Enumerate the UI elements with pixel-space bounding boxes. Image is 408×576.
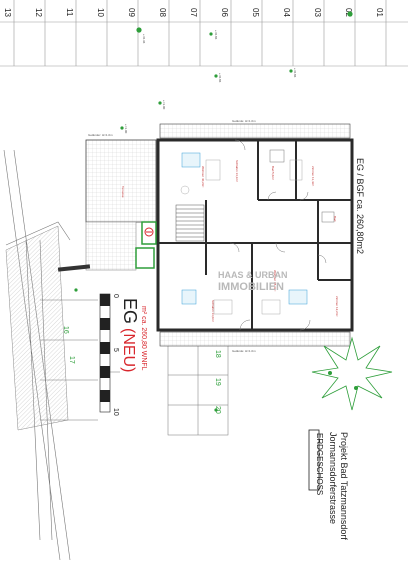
parking-row-left	[40, 299, 98, 421]
grid-number: 07	[189, 8, 198, 17]
svg-text:Schlafen 14,1m²: Schlafen 14,1m²	[235, 160, 239, 182]
scale-label-0: 0	[112, 294, 119, 298]
eg-new-label: EG (NEU) m² ca. 260,80 WNFL	[120, 298, 147, 372]
scale-label-5: 5	[112, 348, 119, 352]
terrace-left	[85, 139, 157, 223]
svg-text:+=1.00: +=1.00	[124, 124, 128, 134]
svg-text:Schlafen 13,0m²: Schlafen 13,0m²	[211, 300, 215, 322]
svg-text:Geländer: H=1.0m: Geländer: H=1.0m	[88, 133, 113, 137]
scale-label-10: 10	[112, 408, 119, 416]
project-street: Jormannsdorferstrasse	[328, 432, 338, 524]
floor-name: ERDGESCHOSS	[315, 433, 324, 495]
svg-text:Terrasse: Terrasse	[121, 186, 125, 198]
parking-row-right	[167, 344, 229, 436]
fence-bar	[57, 264, 91, 272]
grid-number: 08	[158, 8, 167, 17]
floor-name-box	[308, 429, 320, 491]
grid-number: 05	[251, 8, 260, 17]
grid-number: 12	[34, 8, 43, 17]
grid-number: 10	[96, 8, 105, 17]
area-title: EG / BGF ca. 260,80m2	[355, 158, 365, 254]
parking-20: 20	[214, 406, 221, 414]
eg-area: m² ca. 260,80 WNFL	[140, 306, 147, 371]
svg-text:Bad: Bad	[333, 216, 337, 222]
svg-text:Gelände: H=1.0m: Gelände: H=1.0m	[232, 119, 256, 123]
survey-point-labels: +=0.36 +=0.86 +=0.86 +=0.86 +=1.00 +=1.0…	[124, 30, 297, 134]
grid-number: 11	[65, 8, 74, 17]
svg-text:+=0.86: +=0.86	[218, 73, 222, 83]
svg-text:+=0.36: +=0.36	[142, 34, 146, 44]
watermark-logo: HAAS & URBAN IMMOBILIEN	[218, 270, 288, 293]
svg-text:+=1.00: +=1.00	[162, 100, 166, 110]
entrance-markers	[135, 221, 157, 269]
parking-18: 18	[214, 350, 221, 358]
grid-number: 13	[3, 8, 12, 17]
project-name: Projekt Bad Tatzmannsdorf	[339, 432, 349, 540]
grid-number: 04	[282, 8, 291, 17]
tree-symbol	[311, 336, 393, 411]
watermark-line1: HAAS & URBAN	[218, 270, 288, 280]
building: Wohnen 40,2m² Schlafen 14,1m² Bad 5,6m² …	[88, 119, 354, 353]
grid-number: 01	[375, 8, 384, 17]
scale-bar	[99, 293, 111, 413]
svg-text:+=0.86: +=0.86	[293, 68, 297, 78]
grid-axis-band: 13121110090807060504030201	[0, 0, 408, 67]
parking-19: 19	[214, 378, 221, 386]
eg-prefix: EG	[120, 298, 140, 324]
grid-number: 09	[127, 8, 136, 17]
survey-points	[74, 11, 358, 412]
eg-suffix: (NEU)	[120, 328, 137, 372]
grid-number: 03	[313, 8, 322, 17]
svg-text:Gelände: H=1.0m: Gelände: H=1.0m	[232, 349, 256, 353]
svg-text:Wohnen 28,4m²: Wohnen 28,4m²	[273, 270, 277, 291]
svg-text:Wohnen 40,2m²: Wohnen 40,2m²	[201, 166, 205, 187]
grid-number: 06	[220, 8, 229, 17]
svg-text:Zimmer 12,2m²: Zimmer 12,2m²	[335, 296, 339, 316]
svg-text:+=0.86: +=0.86	[214, 30, 218, 40]
parking-17: 17	[68, 356, 75, 364]
parking-16: 16	[62, 326, 69, 334]
neighbour-building-hatch	[5, 225, 69, 431]
svg-text:Zimmer 11,4m²: Zimmer 11,4m²	[311, 166, 315, 186]
watermark-line2: IMMOBILIEN	[218, 281, 284, 293]
terrace-lower	[85, 221, 137, 271]
svg-text:Bad 5,6m²: Bad 5,6m²	[271, 166, 275, 180]
